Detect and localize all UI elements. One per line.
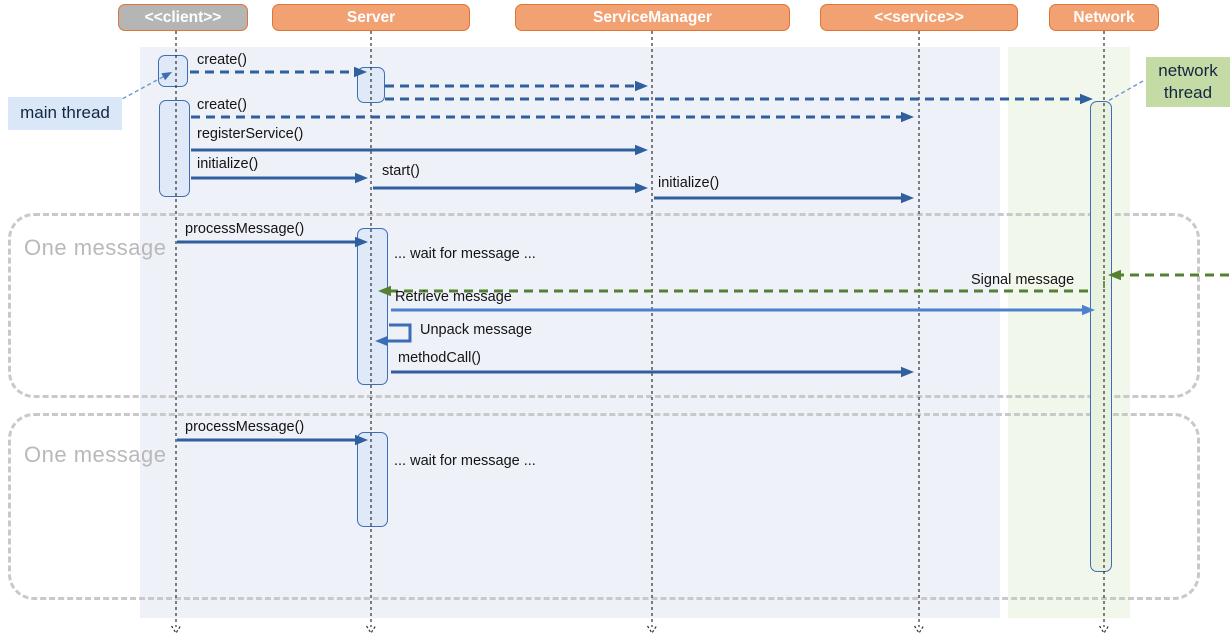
frame-label: One message [24, 235, 167, 260]
activation-server-2 [357, 228, 388, 385]
participant-servicemanager: ServiceManager [515, 4, 790, 31]
frame-label: One message [24, 442, 167, 467]
lifeline-client-end-arrow-icon [170, 625, 182, 635]
lifeline-network-end-arrow-icon [1098, 625, 1110, 635]
activation-server-3 [357, 432, 388, 527]
msg-method-call-label: methodCall() [398, 350, 481, 366]
one-message-frame [8, 413, 1200, 600]
msg-create-2-label: create() [197, 97, 247, 113]
msg-signal-message-label: Signal message [971, 272, 1075, 288]
participant-client: <<client>> [118, 4, 248, 31]
lifeline-servicemanager-end-arrow-icon [646, 625, 658, 635]
main-thread-label: main thread [8, 97, 122, 130]
activation-network [1090, 101, 1112, 572]
participant-network: Network [1049, 4, 1159, 31]
msg-initialize-2-label: initialize() [658, 175, 720, 191]
msg-retrieve-message-label: Retrieve message [395, 289, 512, 305]
msg-process-message-2-label: processMessage() [185, 419, 305, 435]
activation-client-1 [158, 55, 188, 87]
note-wait-1-label: ... wait for message ... [394, 246, 536, 262]
msg-start-label: start() [382, 163, 420, 179]
activation-client-2 [159, 100, 190, 197]
participant-server: Server [272, 4, 470, 31]
msg-unpack-message-label: Unpack message [420, 322, 533, 338]
lifeline-server-end-arrow-icon [365, 625, 377, 635]
participant-service: <<service>> [820, 4, 1018, 31]
note-wait-2-label: ... wait for message ... [394, 453, 536, 469]
msg-initialize-1-label: initialize() [197, 156, 259, 172]
network-thread-label: network thread [1146, 57, 1230, 107]
one-message-frame [8, 213, 1200, 398]
msg-create-1-label: create() [197, 52, 247, 68]
msg-process-message-1-label: processMessage() [185, 221, 305, 237]
main-thread-zone [140, 47, 1000, 618]
lifeline-service-end-arrow-icon [913, 625, 925, 635]
msg-register-service-label: registerService() [197, 126, 304, 142]
activation-server-1 [357, 67, 385, 103]
